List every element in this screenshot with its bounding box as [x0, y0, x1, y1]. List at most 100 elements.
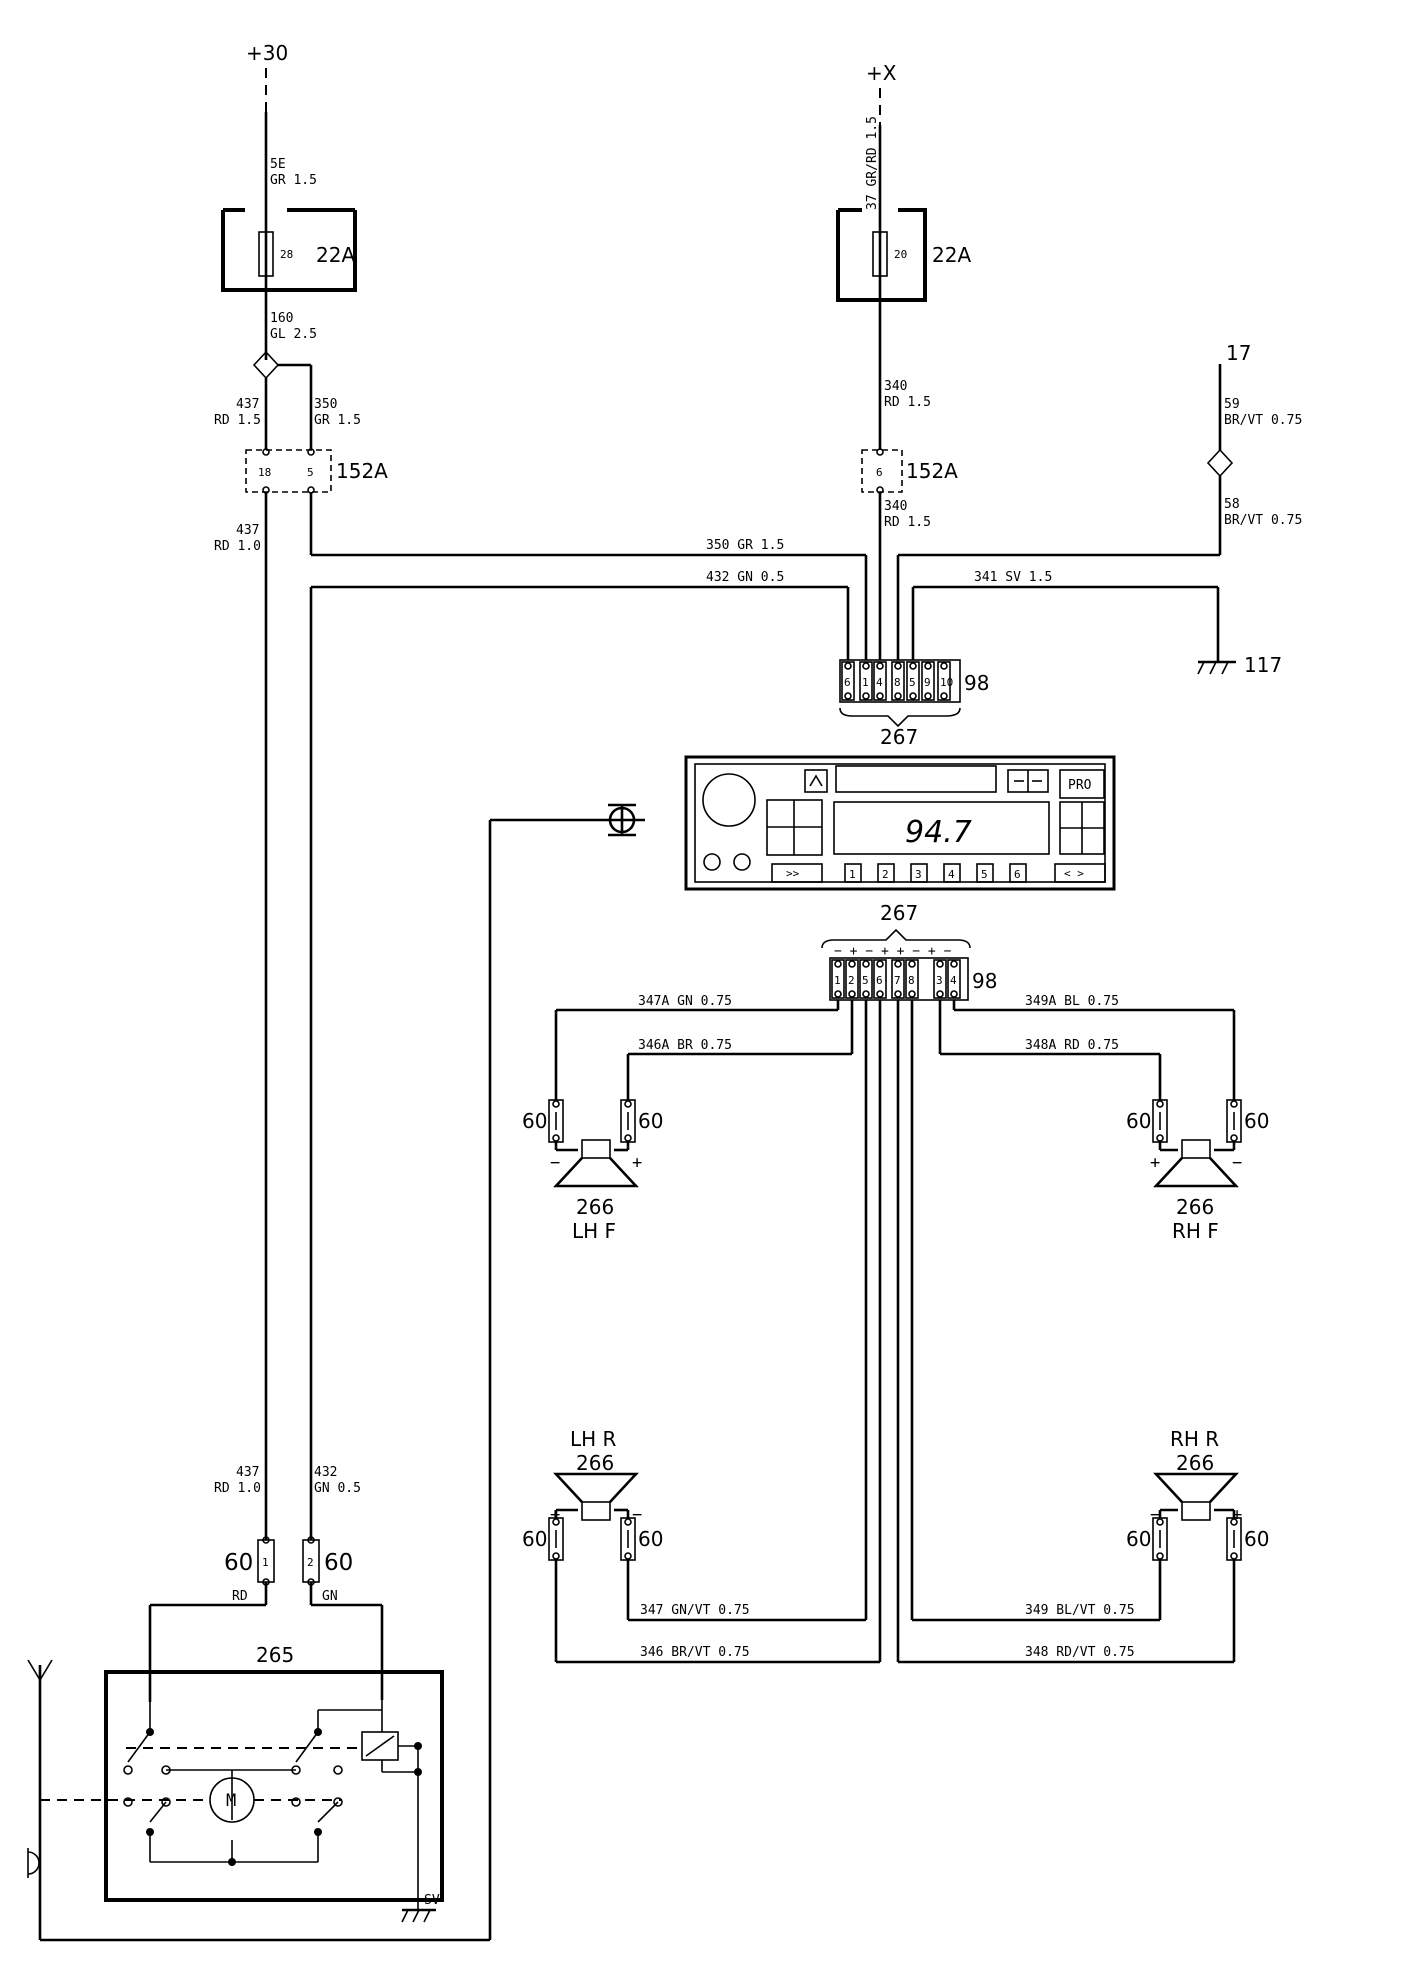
- speaker-rhr-name: RH R: [1170, 1427, 1219, 1451]
- ground-sv-icon: [401, 1908, 436, 1923]
- antenna-jack-icon: [608, 803, 636, 837]
- connector-60-hole: [552, 1552, 560, 1560]
- wire-437-spec-1b: RD 1.5: [214, 413, 261, 428]
- speaker-rhr: [1153, 1472, 1239, 1521]
- wire-58-id: 58: [1224, 497, 1240, 512]
- right-keypad: [1059, 801, 1105, 855]
- splice-diamond-right: [1206, 448, 1234, 478]
- wire-59-id: 59: [1224, 397, 1240, 412]
- connector-60-hole: [1156, 1134, 1164, 1142]
- bottom-pin-hole: [950, 990, 958, 998]
- top-pin-number: 5: [909, 676, 916, 689]
- wire-5e-spec: GR 1.5: [270, 173, 317, 188]
- connector-60-lhr-b: 60: [620, 1517, 663, 1561]
- connector-60-hole: [1230, 1552, 1238, 1560]
- wire-5e-id: 5E: [270, 157, 286, 172]
- wire-340-id-1: 340: [884, 379, 907, 394]
- connector-60-label: 60: [638, 1527, 663, 1551]
- bottom-pin-hole: [908, 990, 916, 998]
- connector-60-label: 60: [522, 1527, 547, 1551]
- pin-6: 6: [876, 466, 883, 479]
- seek-button: [771, 863, 823, 883]
- connector-60-label: 60: [638, 1109, 663, 1133]
- top-pin-hole: [894, 692, 902, 700]
- top-pin-number: 10: [940, 676, 953, 689]
- top-pin-cell: [906, 661, 920, 701]
- bottom-pin-hole: [894, 960, 902, 968]
- bottom-pin-number: 4: [950, 974, 957, 987]
- bottom-pin-hole: [862, 960, 870, 968]
- top-pin-hole: [876, 662, 884, 670]
- bottom-pin-cell: [947, 959, 961, 999]
- top-pin-hole: [924, 662, 932, 670]
- top-pin-cell: [891, 661, 905, 701]
- connector-60-label: 60: [1244, 1527, 1269, 1551]
- top-pin-hole: [844, 692, 852, 700]
- motor-label: M: [226, 1791, 236, 1811]
- speaker-lhr-cone: [553, 1472, 639, 1503]
- speaker-polarity: −: [550, 1153, 560, 1173]
- bottom-pin-number: 6: [876, 974, 883, 987]
- top-pin-hole: [862, 692, 870, 700]
- speaker-rhf: [1153, 1139, 1239, 1188]
- wire-160-id: 160: [270, 311, 293, 326]
- connector-60-hole: [1156, 1100, 1164, 1108]
- preset-button: [910, 863, 928, 883]
- top-pin-cell: [841, 661, 855, 701]
- radio-ref-bottom: 267: [880, 901, 918, 925]
- connector-60-hole: [552, 1134, 560, 1142]
- wire-350-label: 350 GR 1.5: [706, 538, 784, 553]
- connector-152a-label-2: 152A: [906, 459, 958, 483]
- speaker-rhr-magnet: [1181, 1501, 1211, 1521]
- connector-60-hole: [1230, 1100, 1238, 1108]
- preset-label: 3: [915, 868, 922, 881]
- connector-60-hole: [624, 1100, 632, 1108]
- bottom-pin-cell: [891, 959, 905, 999]
- speaker-polarity: +: [1150, 1153, 1160, 1173]
- connector-60-rhr-b: 60: [1226, 1517, 1269, 1561]
- speaker-rhr-cone: [1153, 1472, 1239, 1503]
- wire-349a-label: 349A BL 0.75: [1025, 994, 1119, 1009]
- connector-60-hole: [1156, 1552, 1164, 1560]
- top-pin-hole: [909, 692, 917, 700]
- bottom-pin-cell: [905, 959, 919, 999]
- wire-59-spec: BR/VT 0.75: [1224, 413, 1302, 428]
- top-pin-hole: [940, 662, 948, 670]
- speaker-lhf-magnet: [581, 1139, 611, 1159]
- top-pin-number: 1: [862, 676, 869, 689]
- connector-60-hole: [1156, 1518, 1164, 1526]
- wire-346-label: 346 BR/VT 0.75: [640, 1645, 750, 1660]
- speaker-rhf-cone: [1153, 1157, 1239, 1188]
- fuse-28-number: 28: [280, 248, 293, 261]
- supply-30-label: +30: [246, 41, 288, 65]
- bottom-pin-number: 1: [834, 974, 841, 987]
- bottom-pin-cell: [845, 959, 859, 999]
- small-knob-left-icon: [703, 853, 721, 871]
- wire-37-label: 37 GR/RD 1.5: [865, 116, 880, 210]
- bottom-pin-hole: [862, 990, 870, 998]
- connector-60-hole: [552, 1518, 560, 1526]
- wire-58-spec: BR/VT 0.75: [1224, 513, 1302, 528]
- ant-pin-1: 1: [262, 1556, 269, 1569]
- bottom-pin-cell: [933, 959, 947, 999]
- bottom-pin-hole: [876, 960, 884, 968]
- wire-340-spec-1: RD 1.5: [884, 395, 931, 410]
- bottom-pin-number: 5: [862, 974, 869, 987]
- connector-60-lhf-b: 60: [620, 1099, 663, 1143]
- bottom-pin-hole: [936, 990, 944, 998]
- preset-button: [976, 863, 994, 883]
- seek-label: >>: [786, 867, 800, 880]
- antenna-conn-60-right: 60: [324, 1550, 353, 1576]
- antenna-mast-icon: [27, 1659, 53, 1940]
- speaker-lhr-magnet: [581, 1501, 611, 1521]
- speaker-polarity: +: [632, 1153, 642, 1173]
- wire-347-label: 347 GN/VT 0.75: [640, 1603, 750, 1618]
- tune-label: < >: [1064, 867, 1084, 880]
- connector-152a-label: 152A: [336, 459, 388, 483]
- antenna-connector-60: 1 2 60 60: [224, 1536, 353, 1586]
- preset-button: [1009, 863, 1027, 883]
- connector-60-body: [1226, 1517, 1242, 1561]
- small-knob-right-icon: [733, 853, 751, 871]
